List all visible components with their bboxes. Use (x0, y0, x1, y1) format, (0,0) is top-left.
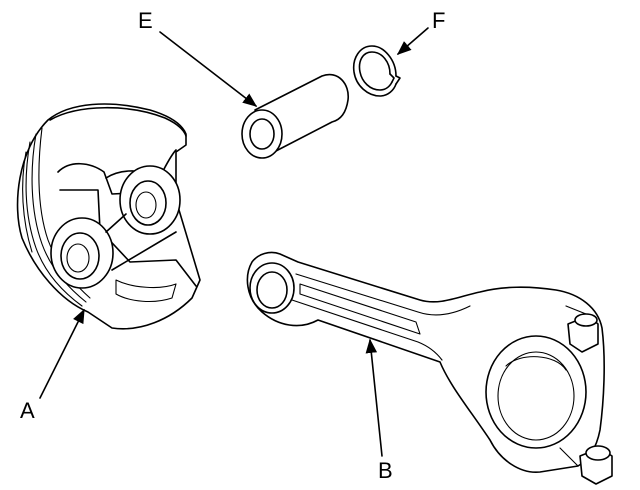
piston-pin (241, 73, 349, 159)
label-e: E (138, 8, 153, 33)
rod-beam-channel (299, 283, 421, 335)
callout-f: F (396, 8, 445, 55)
big-end-bore (497, 351, 575, 441)
leader-arrow-e (159, 31, 258, 107)
piston-crown (49, 106, 187, 137)
leader-arrow-b (365, 338, 383, 457)
piston-pin-bore (249, 118, 275, 150)
label-b: B (378, 458, 393, 483)
ring-groove-4 (22, 151, 33, 253)
boss-bridge (105, 213, 177, 271)
rod-bolt-upper (567, 313, 599, 353)
pin-boss-left (50, 217, 114, 289)
big-end-shadow (505, 356, 567, 371)
piston-skirt-inner (59, 189, 197, 287)
leader-arrow-f (396, 27, 429, 55)
piston (16, 103, 201, 330)
big-end (485, 335, 587, 449)
rod-beam-lower (291, 299, 443, 361)
piston-skirt (57, 149, 177, 195)
callout-e: E (138, 8, 258, 107)
callout-b: B (365, 338, 393, 483)
label-a: A (20, 398, 35, 423)
piston-window (115, 279, 177, 303)
snap-ring-inner (358, 51, 393, 91)
snap-ring-outer (352, 45, 397, 97)
pin-boss-right (119, 165, 181, 235)
callout-a: A (20, 308, 85, 423)
leader-arrow-a (39, 308, 85, 399)
connecting-rod (246, 251, 613, 485)
snap-ring (352, 45, 401, 97)
rod-bolt-lower (579, 445, 613, 485)
snap-ring-gap (389, 73, 401, 85)
rod-beam-upper (295, 273, 471, 316)
small-end-bore (256, 271, 288, 309)
ring-groove-3 (25, 141, 83, 307)
label-f: F (432, 8, 445, 33)
